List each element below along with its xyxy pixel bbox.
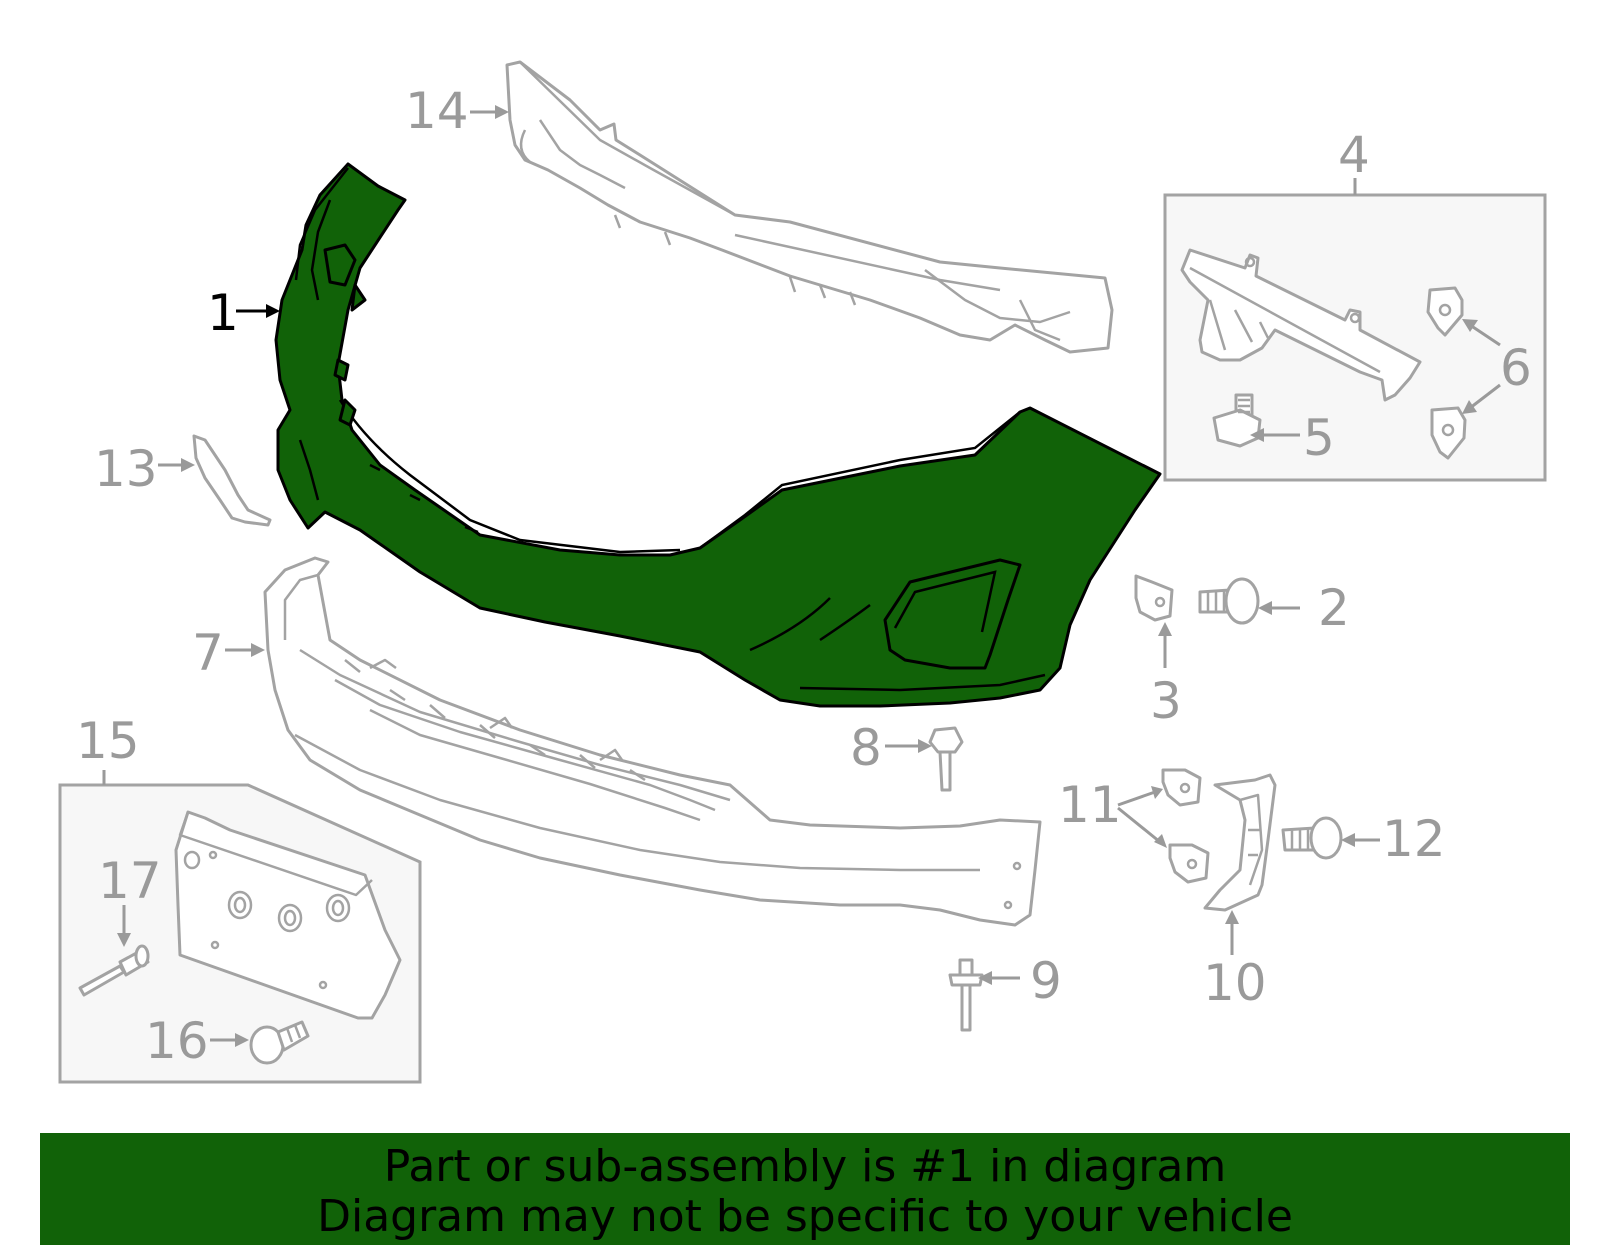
part-13-cover[interactable]: [192, 434, 272, 527]
callout-15: 15: [76, 712, 140, 770]
part-11-clip-upper[interactable]: [1161, 768, 1202, 807]
part-9-push-pin[interactable]: [948, 958, 984, 1032]
part-2-screw[interactable]: [1198, 577, 1260, 625]
part-7-lower-bumper[interactable]: [263, 556, 1042, 927]
callout-13: 13: [94, 440, 158, 498]
banner-line-1: Part or sub-assembly is #1 in diagram: [383, 1141, 1227, 1192]
part-3-clip[interactable]: [1134, 574, 1174, 622]
callout-3: 3: [1150, 672, 1182, 730]
callout-1: 1: [207, 284, 239, 342]
part-16-screw[interactable]: [249, 1020, 310, 1065]
part-14-reinforcement-bar[interactable]: [505, 60, 1114, 354]
callout-5: 5: [1303, 409, 1335, 467]
callout-7: 7: [192, 624, 224, 682]
callout-12: 12: [1382, 810, 1446, 868]
callout-16: 16: [145, 1012, 209, 1070]
part-8-bolt[interactable]: [928, 726, 964, 792]
part-6-clip-lower[interactable]: [1430, 406, 1467, 460]
callout-6: 6: [1500, 339, 1532, 397]
part-10-side-bracket[interactable]: [1203, 773, 1277, 912]
callout-8: 8: [850, 719, 882, 777]
callout-17: 17: [98, 852, 162, 910]
part-4-bumper-bracket[interactable]: [1180, 248, 1422, 402]
banner-line-2: Diagram may not be specific to your vehi…: [317, 1191, 1293, 1242]
part-11-clip-lower[interactable]: [1168, 843, 1210, 884]
part-15-license-bracket[interactable]: [174, 810, 402, 1020]
callout-arrows: [102, 105, 1501, 1047]
part-6-clip-upper[interactable]: [1426, 286, 1464, 337]
part-1-bumper-cover[interactable]: [274, 162, 1162, 708]
callout-4: 4: [1338, 126, 1370, 184]
part-17-rivet[interactable]: [78, 944, 150, 997]
callout-10: 10: [1203, 954, 1267, 1012]
callout-14: 14: [405, 82, 469, 140]
callout-2: 2: [1318, 579, 1350, 637]
part-5-bolt[interactable]: [1212, 393, 1262, 448]
info-banner: Part or sub-assembly is #1 in diagram Di…: [40, 1133, 1570, 1245]
callout-11: 11: [1058, 776, 1122, 834]
callout-9: 9: [1030, 952, 1062, 1010]
part-12-screw[interactable]: [1281, 816, 1343, 860]
